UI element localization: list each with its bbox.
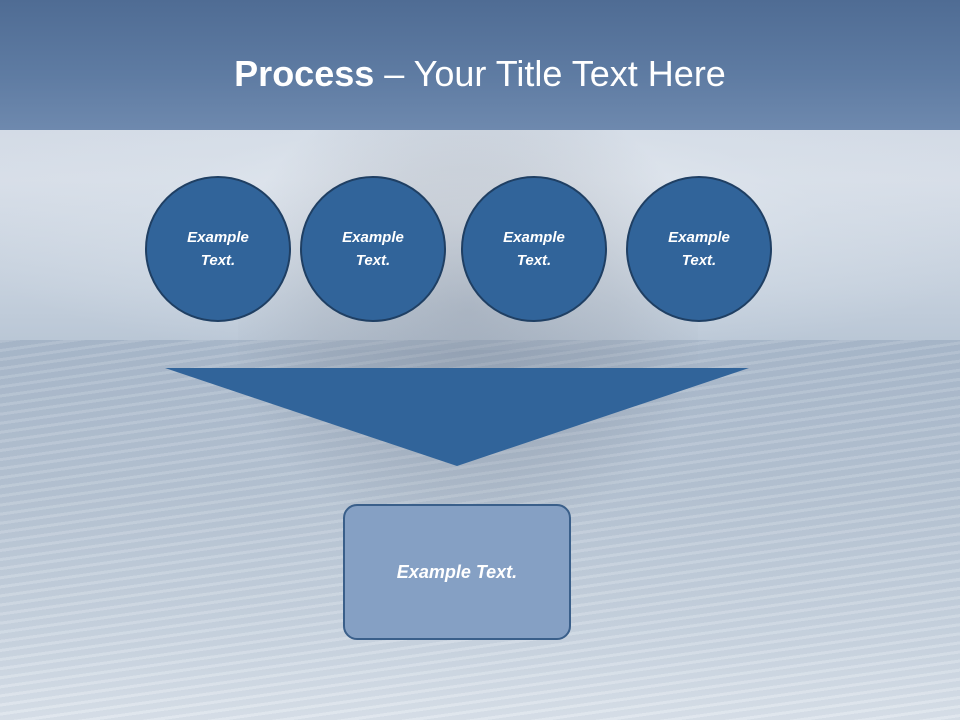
result-box-text: Example Text. bbox=[396, 561, 518, 582]
slide-title: Process – Your Title Text Here bbox=[0, 52, 960, 96]
background-figure bbox=[238, 130, 698, 530]
process-circle-3: Example Text. bbox=[461, 176, 607, 322]
title-bold: Process bbox=[234, 53, 375, 94]
process-circle-2: Example Text. bbox=[300, 176, 446, 322]
process-circle-3-text: Example Text. bbox=[503, 229, 565, 269]
process-circle-4: Example Text. bbox=[626, 176, 772, 322]
title-rest: – Your Title Text Here bbox=[374, 53, 726, 94]
process-circle-1-text: Example Text. bbox=[187, 229, 249, 269]
process-circle-2-text: Example Text. bbox=[342, 229, 404, 269]
result-box: Example Text. bbox=[343, 504, 571, 640]
process-circle-1: Example Text. bbox=[145, 176, 291, 322]
process-circle-4-text: Example Text. bbox=[668, 229, 730, 269]
funnel-arrow-shape bbox=[165, 368, 749, 466]
title-band bbox=[0, 0, 960, 130]
funnel-arrow bbox=[165, 368, 749, 466]
